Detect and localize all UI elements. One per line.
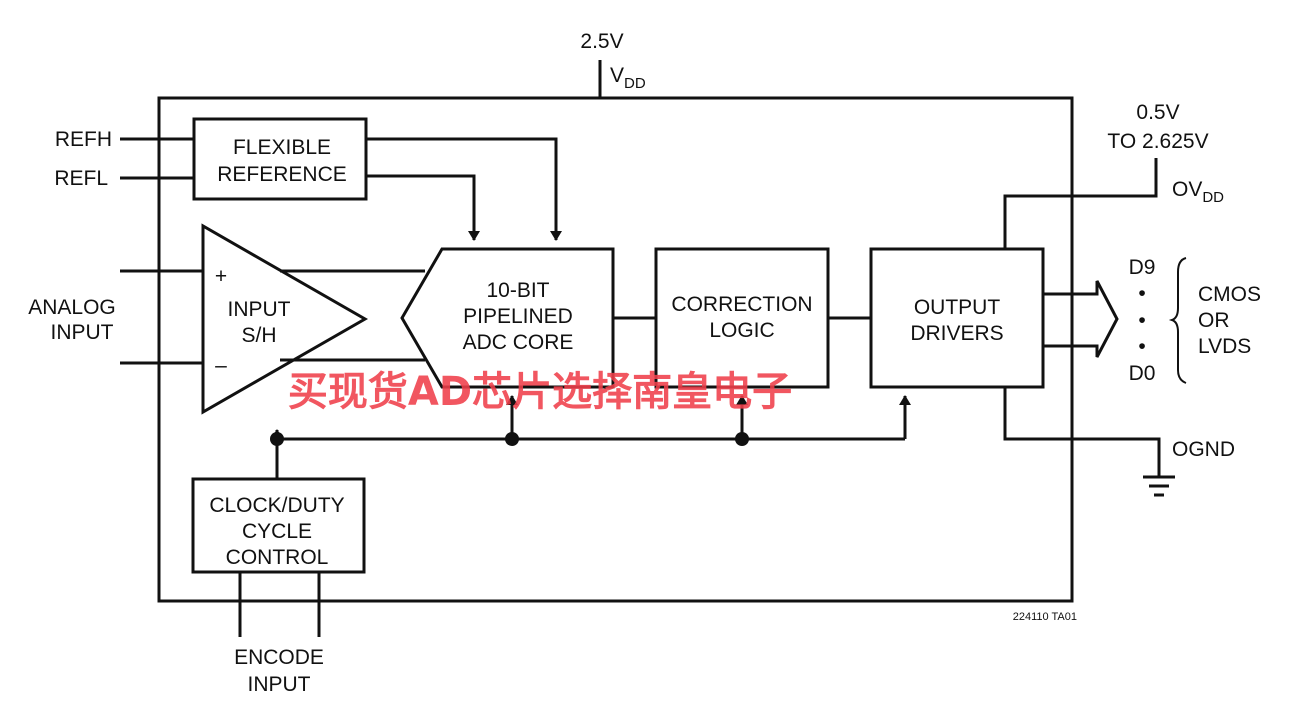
sh-minus-sign: – — [215, 354, 227, 377]
chip-outline — [157, 96, 1074, 603]
output-drivers-line1: OUTPUT — [914, 296, 1001, 319]
output-dot-2: • — [1138, 309, 1145, 332]
ovdd-wire — [1003, 158, 1158, 249]
adc-core-block — [400, 247, 615, 389]
junction-dot-adc — [505, 432, 519, 446]
output-msb-label: D9 — [1129, 256, 1156, 279]
ovdd-range-line2: TO 2.625V — [1107, 130, 1208, 153]
ovdd-label: OVDD — [1172, 178, 1224, 206]
clock-control-block — [191, 477, 366, 574]
adc-label-line3: ADC CORE — [463, 331, 574, 354]
output-lsb-label: D0 — [1129, 362, 1156, 385]
reference-label-line1: FLEXIBLE — [233, 136, 331, 159]
adc-label-line2: PIPELINED — [463, 305, 573, 328]
output-drivers-line2: DRIVERS — [910, 322, 1003, 345]
sh-label-line2: S/H — [241, 324, 276, 347]
vdd-label: VDD — [610, 64, 646, 92]
output-bus-arrow — [1041, 280, 1119, 358]
ref-to-adc-wire-1 — [366, 137, 562, 241]
output-dot-1: • — [1138, 282, 1145, 305]
reference-block — [192, 117, 368, 201]
reference-label-line2: REFERENCE — [217, 163, 347, 186]
figure-id: 224110 TA01 — [1013, 611, 1077, 623]
output-mode-line3: LVDS — [1198, 335, 1251, 358]
correction-label-line2: LOGIC — [709, 319, 774, 342]
ognd-wire — [1003, 387, 1161, 477]
refl-label: REFL — [54, 167, 108, 190]
correction-logic-block — [654, 247, 830, 389]
analog-input-line1: ANALOG — [28, 296, 116, 319]
encode-input-line1: ENCODE — [234, 646, 324, 669]
refh-label: REFH — [55, 128, 112, 151]
vdd-voltage-label: 2.5V — [580, 30, 623, 53]
sh-label-line1: INPUT — [228, 298, 291, 321]
ognd-label: OGND — [1172, 438, 1235, 461]
ref-to-adc-wire-2 — [366, 174, 480, 241]
clock-label-line2: CYCLE — [242, 520, 312, 543]
output-dot-3: • — [1138, 335, 1145, 358]
analog-input-line2: INPUT — [51, 321, 114, 344]
output-bracket — [1168, 257, 1187, 384]
correction-label-line1: CORRECTION — [671, 293, 812, 316]
junction-dot-sh — [270, 432, 284, 446]
adc-label-line1: 10-BIT — [486, 279, 549, 302]
encode-input-line2: INPUT — [248, 673, 311, 696]
output-mode-line1: CMOS — [1198, 283, 1261, 306]
ovdd-range-line1: 0.5V — [1136, 101, 1179, 124]
output-mode-line2: OR — [1198, 309, 1230, 332]
watermark-text: 买现货AD芯片选择南皇电子 — [288, 369, 792, 415]
junction-dot-correction — [735, 432, 749, 446]
sh-plus-sign: + — [215, 265, 227, 288]
clock-label-line3: CONTROL — [226, 546, 329, 569]
clock-label-line1: CLOCK/DUTY — [209, 494, 344, 517]
